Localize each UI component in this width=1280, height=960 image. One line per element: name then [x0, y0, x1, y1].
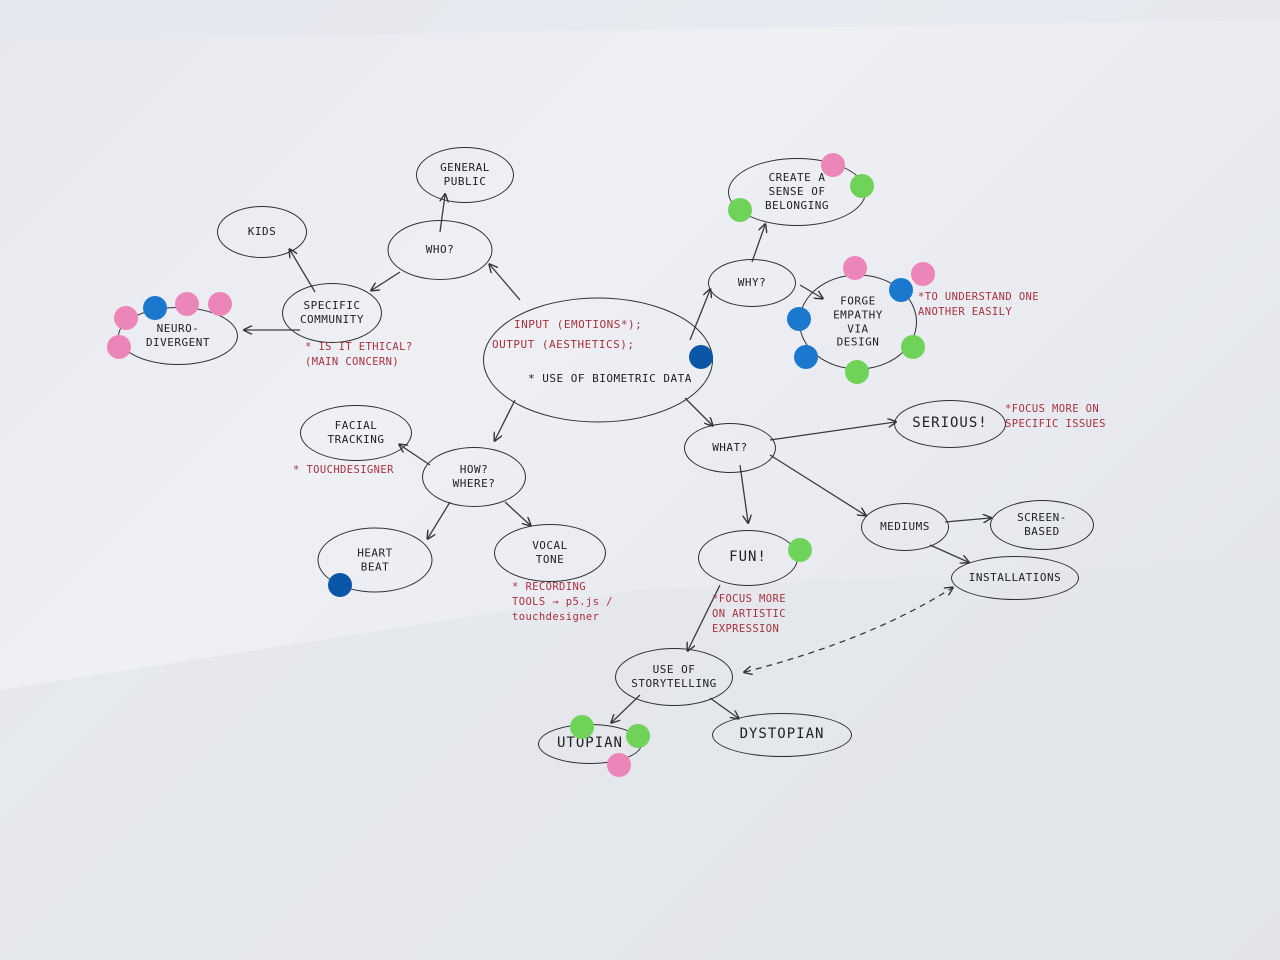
note-understand: *TO UNDERSTAND ONE ANOTHER EASILY	[918, 291, 1039, 319]
arrow-who-community	[372, 271, 401, 290]
sticker-dot-pink	[911, 262, 935, 286]
node-who: WHO?	[387, 220, 493, 280]
arrow-how-heart	[428, 501, 451, 538]
note-recording: * RECORDING TOOLS → p5.js / touchdesigne…	[512, 581, 613, 624]
sticker-dot-pink	[107, 335, 131, 359]
sticker-dot-green	[728, 198, 752, 222]
arrow-how-facial	[400, 445, 431, 466]
node-storytelling: USE OF STORYTELLING	[615, 648, 733, 706]
center-line-input: INPUT (EMOTIONS*);	[514, 318, 643, 331]
arrow-what-mediums	[769, 454, 865, 515]
sticker-dot-navy	[689, 345, 713, 369]
note-touchdesigner: * TOUCHDESIGNER	[293, 464, 394, 476]
note-artistic: *FOCUS MORE ON ARTISTIC EXPRESSION	[712, 593, 786, 636]
node-serious: SERIOUS!	[894, 400, 1006, 448]
sticker-dot-green	[901, 335, 925, 359]
arrow-what-serious	[769, 422, 895, 441]
note-ethical: * IS IT ETHICAL? (MAIN CONCERN)	[305, 341, 413, 369]
sticker-dot-blue	[787, 307, 811, 331]
dashed-link-story-install	[745, 588, 952, 672]
node-specific-community: SPECIFIC COMMUNITY	[282, 283, 382, 343]
sticker-dot-green	[570, 715, 594, 739]
sticker-dot-blue	[889, 278, 913, 302]
sticker-dot-pink	[114, 306, 138, 330]
node-why: WHY?	[708, 259, 796, 307]
arrow-center-how	[495, 399, 516, 440]
node-screen-based: SCREEN- BASED	[990, 500, 1094, 550]
node-general-public: GENERAL PUBLIC	[416, 147, 514, 203]
arrow-why-belonging	[751, 225, 765, 263]
sticker-dot-blue	[794, 345, 818, 369]
arrow-what-fun	[739, 464, 748, 522]
sticker-dot-blue	[143, 296, 167, 320]
sticker-dot-navy	[328, 573, 352, 597]
arrow-story-utopian	[612, 694, 641, 722]
sticker-dot-pink	[843, 256, 867, 280]
center-node	[483, 297, 713, 423]
node-vocal-tone: VOCAL TONE	[494, 524, 606, 582]
sticker-dot-pink	[607, 753, 631, 777]
arrow-story-dystopian	[709, 697, 738, 718]
sticker-dot-green	[788, 538, 812, 562]
node-kids: KIDS	[217, 206, 307, 258]
node-heart-beat: HEART BEAT	[317, 527, 433, 593]
arrow-mediums-install	[929, 544, 968, 562]
node-facial-tracking: FACIAL TRACKING	[300, 405, 412, 461]
arrow-mediums-screen	[944, 518, 990, 522]
note-specific-issues: *FOCUS MORE ON SPECIFIC ISSUES	[1005, 403, 1106, 431]
sticker-dot-green	[626, 724, 650, 748]
center-line-output: OUTPUT (AESTHETICS);	[492, 338, 635, 351]
arrow-how-vocal	[504, 501, 530, 525]
center-line-biometric: * USE OF BIOMETRIC DATA	[528, 372, 692, 385]
node-belonging: CREATE A SENSE OF BELONGING	[728, 158, 866, 226]
sticker-dot-pink	[175, 292, 199, 316]
node-fun: FUN!	[698, 530, 798, 586]
arrow-center-who	[490, 265, 521, 301]
sticker-dot-pink	[208, 292, 232, 316]
node-installations: INSTALLATIONS	[951, 556, 1079, 600]
sticker-dot-green	[850, 174, 874, 198]
node-mediums: MEDIUMS	[861, 503, 949, 551]
arrow-fun-story	[688, 584, 721, 650]
sticker-dot-green	[845, 360, 869, 384]
sticker-dot-pink	[821, 153, 845, 177]
node-how-where: HOW? WHERE?	[422, 447, 526, 507]
node-dystopian: DYSTOPIAN	[712, 713, 852, 757]
node-what: WHAT?	[684, 423, 776, 473]
arrow-center-what	[684, 397, 712, 425]
node-neurodivergent: NEURO- DIVERGENT	[118, 307, 238, 365]
